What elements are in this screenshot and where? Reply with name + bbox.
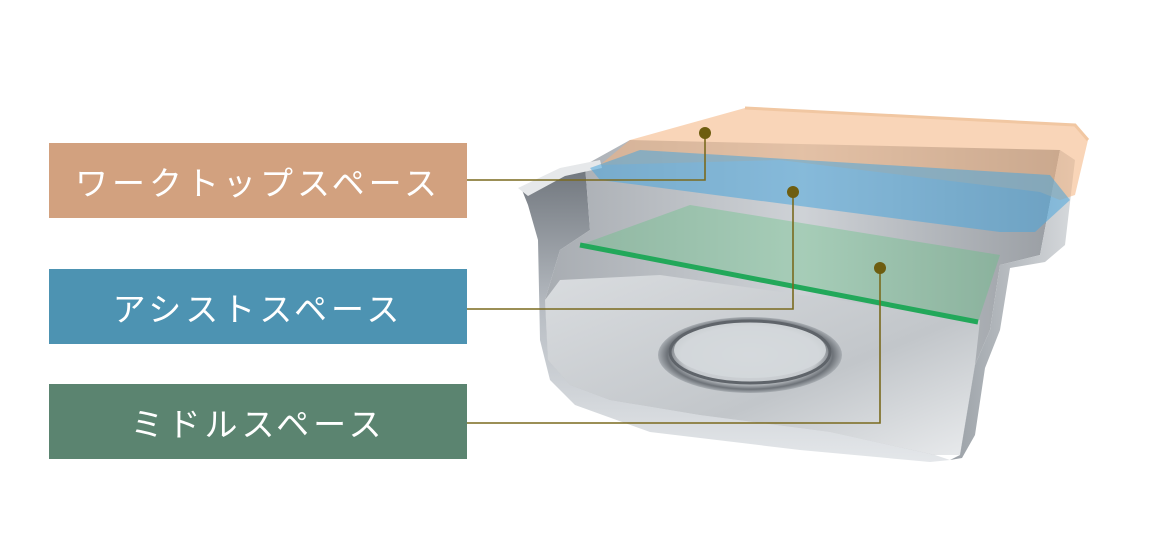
label-assist-space: アシストスペース xyxy=(49,269,467,344)
middle-layer xyxy=(579,205,1000,325)
label-worktop-text: ワークトップスペース xyxy=(74,163,442,203)
label-middle-space: ミドルスペース xyxy=(49,384,467,459)
label-worktop-space: ワークトップスペース xyxy=(49,143,467,218)
leader-line-assist xyxy=(467,192,794,310)
leader-dots xyxy=(699,127,886,274)
leader-line-worktop xyxy=(467,133,706,181)
assist-layer xyxy=(590,150,1070,232)
label-assist-text: アシストスペース xyxy=(112,289,404,329)
leader-line-middle xyxy=(467,268,881,424)
leader-lines xyxy=(467,133,881,424)
dot-assist xyxy=(787,186,799,198)
label-middle-text: ミドルスペース xyxy=(130,404,386,444)
dot-middle xyxy=(874,262,886,274)
sink-right-wall xyxy=(950,150,1075,460)
sink-front-wall xyxy=(522,165,950,462)
dot-worktop xyxy=(699,127,711,139)
